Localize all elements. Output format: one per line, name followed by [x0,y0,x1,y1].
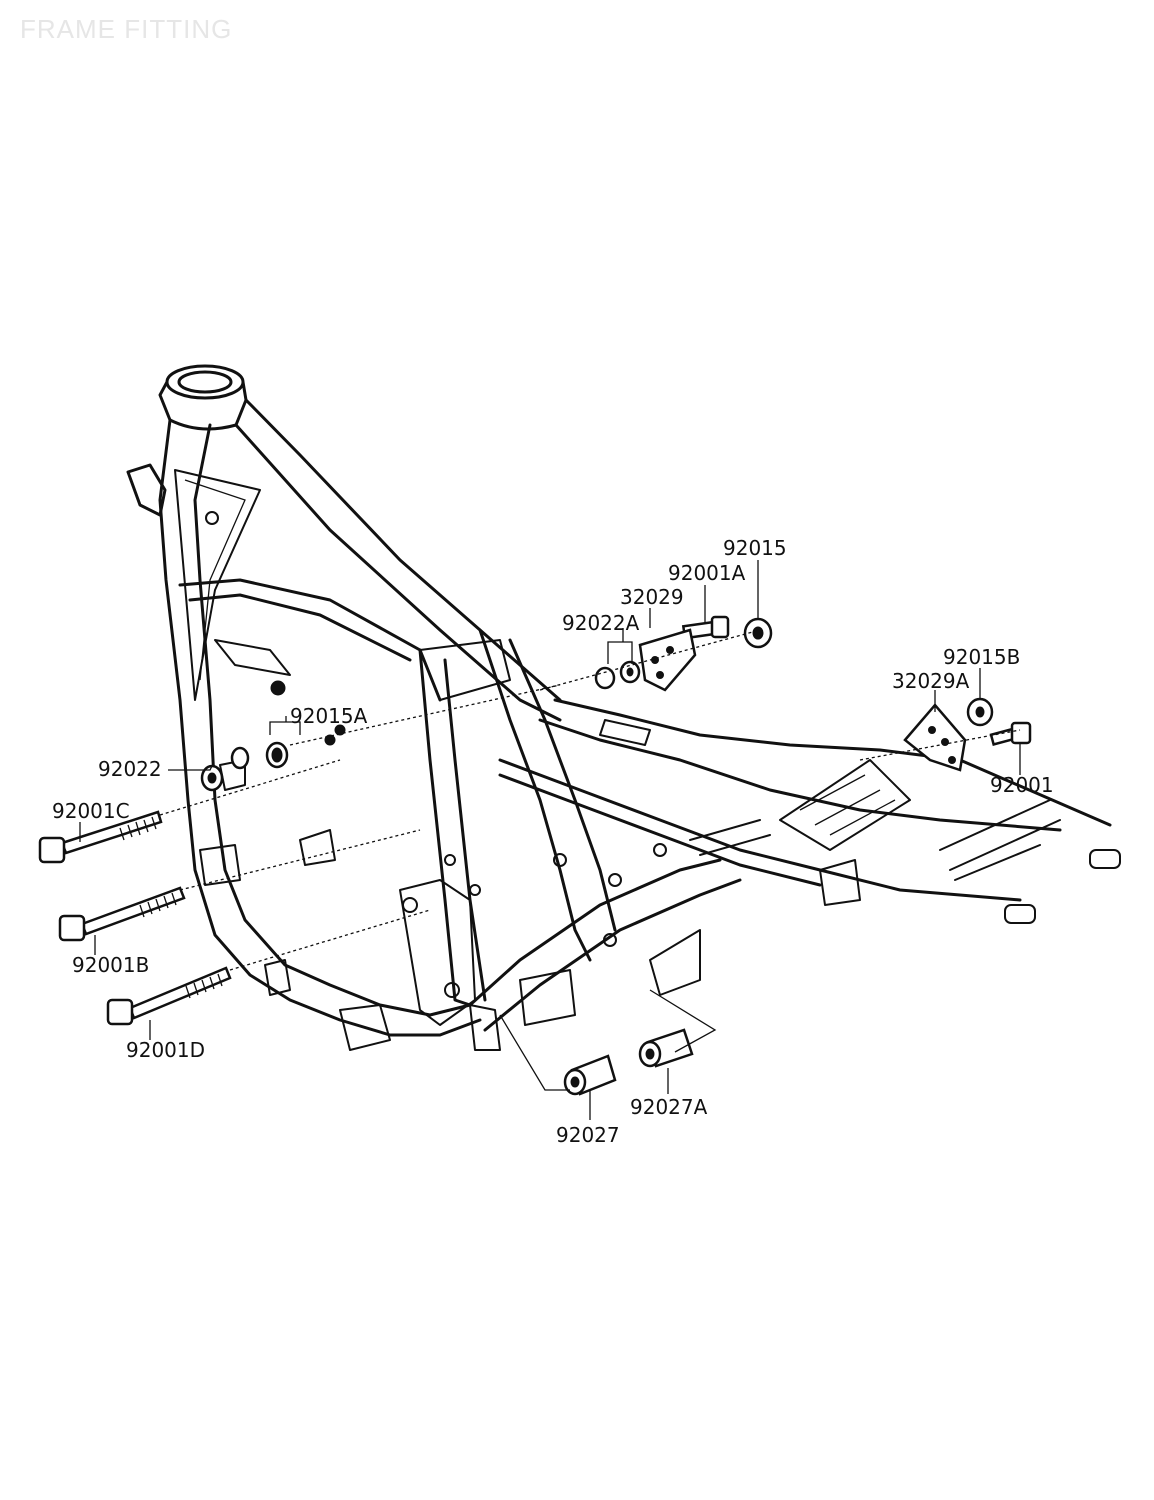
label-92001a: 92001A [668,561,746,585]
label-92001: 92001 [990,773,1054,797]
label-92015: 92015 [723,536,787,560]
label-92027a: 92027A [630,1095,708,1119]
bolt-92001d-icon [106,966,232,1026]
steering-head [126,364,248,517]
washer-92022a-icon [594,660,641,690]
label-32029: 32029 [620,585,684,609]
label-92001b: 92001B [72,953,149,977]
label-92015a: 92015A [290,704,368,728]
nut-92015a-icon [265,724,346,769]
page-title: FRAME FITTING [20,14,233,44]
bolt-92001-icon [989,721,1032,746]
label-92001c: 92001C [52,799,130,823]
label-92027: 92027 [556,1123,620,1147]
part-labels: 92015 92001A 32029 92022A 92015B 32029A … [52,536,1054,1147]
collar-92027a-icon [638,1028,694,1068]
washer-92022-icon [200,746,250,792]
label-92001d: 92001D [126,1038,205,1062]
frame-fitting-parts [38,615,1032,1096]
bolt-92001b-icon [58,886,186,942]
label-92015b: 92015B [943,645,1020,669]
label-92022: 92022 [98,757,162,781]
plate-32029-icon [638,628,697,692]
label-92022a: 92022A [562,611,640,635]
label-32029a: 32029A [892,669,970,693]
collar-92027-icon [563,1054,617,1096]
leader-lines [79,560,1021,1120]
plate-32029a-icon [903,703,967,772]
bolt-92001c-icon [38,810,163,864]
nut-92015b-icon [966,697,994,727]
